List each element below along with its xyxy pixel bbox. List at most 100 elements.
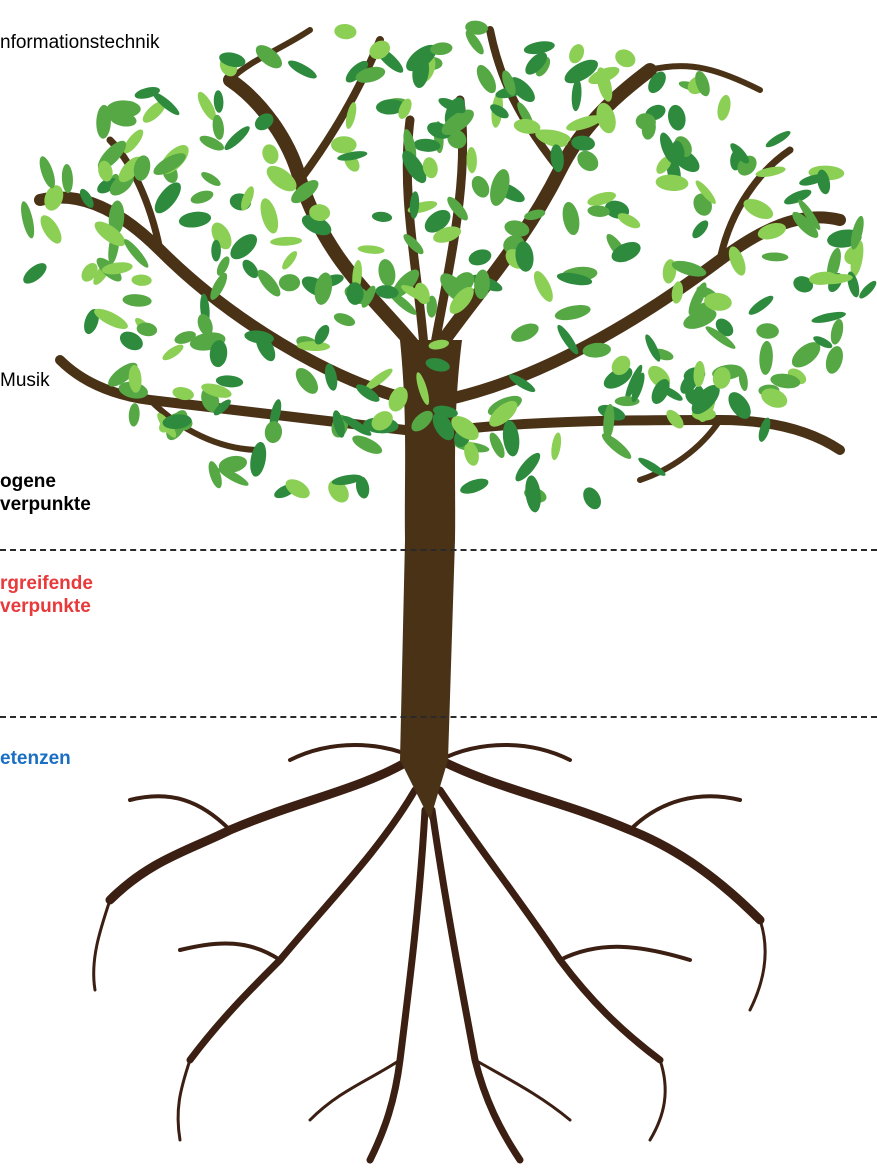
tree-leaf bbox=[371, 411, 393, 431]
tree-leaf bbox=[524, 209, 546, 221]
tree-leaf bbox=[759, 340, 773, 375]
tree-leaf bbox=[190, 190, 214, 204]
tree-leaf bbox=[402, 150, 427, 184]
tree-leaf bbox=[748, 295, 774, 315]
tree-leaf bbox=[611, 355, 631, 376]
tree-leaf bbox=[830, 319, 844, 345]
tree-leaf bbox=[465, 20, 488, 35]
tree-leaf bbox=[635, 113, 656, 131]
tree-leaf bbox=[502, 420, 520, 457]
tree-leaf bbox=[793, 276, 814, 293]
tree-leaf bbox=[712, 367, 731, 389]
tree-leaf bbox=[218, 467, 249, 486]
tree-leaf bbox=[671, 281, 684, 304]
tree-leaf bbox=[425, 358, 450, 372]
tree-leaf bbox=[756, 323, 779, 339]
tree-leaf bbox=[128, 365, 142, 393]
tree-leaf bbox=[378, 259, 396, 287]
tree-leaf bbox=[577, 150, 599, 172]
tree-leaf bbox=[447, 129, 467, 149]
tree-leaf bbox=[728, 246, 746, 276]
tree-leaf bbox=[761, 388, 788, 408]
tree-leaf bbox=[250, 441, 267, 477]
tree-leaf bbox=[134, 87, 160, 99]
tree-leaf bbox=[254, 113, 274, 131]
tree-leaf bbox=[201, 383, 232, 398]
tree-leaf bbox=[352, 435, 383, 454]
tree-leaf bbox=[850, 215, 864, 250]
tree-leaf bbox=[603, 403, 615, 440]
tree-leaf bbox=[583, 487, 601, 510]
tree-leaf bbox=[432, 412, 455, 441]
tree-leaf bbox=[342, 415, 372, 436]
label-fachbezogene-schwerpunkte: ogene verpunkte bbox=[0, 470, 91, 516]
tree-leaf bbox=[133, 155, 151, 181]
tree-leaf bbox=[447, 196, 468, 221]
tree-leaf bbox=[668, 104, 686, 131]
tree-leaf bbox=[324, 363, 338, 391]
tree-leaf bbox=[376, 99, 405, 115]
tree-leaf bbox=[39, 156, 55, 189]
label-uebergreifende-schwerpunkte: rgreifende verpunkte bbox=[0, 572, 93, 618]
tree-leaf bbox=[451, 416, 479, 441]
tree-leaf bbox=[21, 201, 35, 239]
tree-leaf bbox=[197, 91, 217, 121]
tree-leaf bbox=[309, 204, 331, 222]
tree-leaf bbox=[314, 324, 330, 345]
tree-leaf bbox=[332, 410, 345, 438]
tree-leaf bbox=[136, 322, 158, 337]
tree-leaf bbox=[799, 174, 826, 186]
tree-leaf bbox=[412, 54, 430, 89]
tree-leaf bbox=[152, 92, 180, 116]
tree-leaf bbox=[615, 49, 636, 68]
tree-leaf bbox=[403, 234, 424, 255]
tree-leaf bbox=[422, 157, 438, 179]
tree-leaf bbox=[659, 132, 677, 164]
tree-leaf bbox=[128, 403, 140, 427]
tree-leaf bbox=[671, 260, 707, 277]
tree-leaf bbox=[813, 336, 833, 349]
tree-leaf bbox=[213, 399, 231, 416]
tree-leaf bbox=[489, 432, 505, 458]
tree-leaf bbox=[199, 135, 225, 151]
tree-leaf bbox=[738, 368, 748, 391]
tree-leaf bbox=[346, 282, 364, 305]
tree-leaf bbox=[695, 180, 716, 204]
label-fachbezogene-line-1: ogene bbox=[0, 471, 56, 492]
tree-leaf bbox=[142, 100, 166, 123]
tree-leaf bbox=[345, 102, 357, 129]
tree-leaf bbox=[692, 220, 709, 239]
tree-leaf bbox=[212, 114, 224, 140]
tree-leaf bbox=[449, 286, 474, 314]
tree-leaf bbox=[241, 186, 254, 211]
tree-leaf bbox=[213, 90, 224, 113]
tree-leaf bbox=[331, 474, 363, 486]
tree-leaf bbox=[288, 60, 317, 79]
tree-leaf bbox=[465, 30, 484, 55]
tree-leaf bbox=[533, 270, 553, 302]
tree-leaf bbox=[537, 129, 571, 143]
tree-leaf bbox=[571, 135, 595, 151]
dashed-separator-top bbox=[0, 549, 877, 551]
tree-leaf bbox=[101, 262, 133, 275]
tree-leaf bbox=[683, 309, 717, 329]
tree-leaf bbox=[441, 109, 474, 136]
tree-leaf bbox=[409, 191, 420, 219]
tree-leaf bbox=[784, 189, 812, 205]
tree-leaf bbox=[551, 432, 562, 461]
tree-leaf bbox=[255, 45, 283, 69]
tree-leaf bbox=[270, 236, 303, 246]
tree-leaf bbox=[513, 118, 541, 134]
tree-leaf bbox=[98, 160, 113, 182]
tree-leaf bbox=[715, 318, 734, 337]
tree-leaf bbox=[648, 71, 666, 94]
tree-leaf bbox=[825, 346, 843, 374]
tree-leaf bbox=[224, 126, 250, 150]
tree-leaf bbox=[413, 138, 441, 152]
tree-leaf bbox=[355, 476, 370, 499]
tree-leaf bbox=[211, 239, 221, 262]
tree-leaf bbox=[717, 94, 731, 121]
tree-leaf bbox=[314, 272, 333, 305]
tree-leaf bbox=[743, 198, 774, 220]
tree-leaf bbox=[515, 241, 534, 272]
